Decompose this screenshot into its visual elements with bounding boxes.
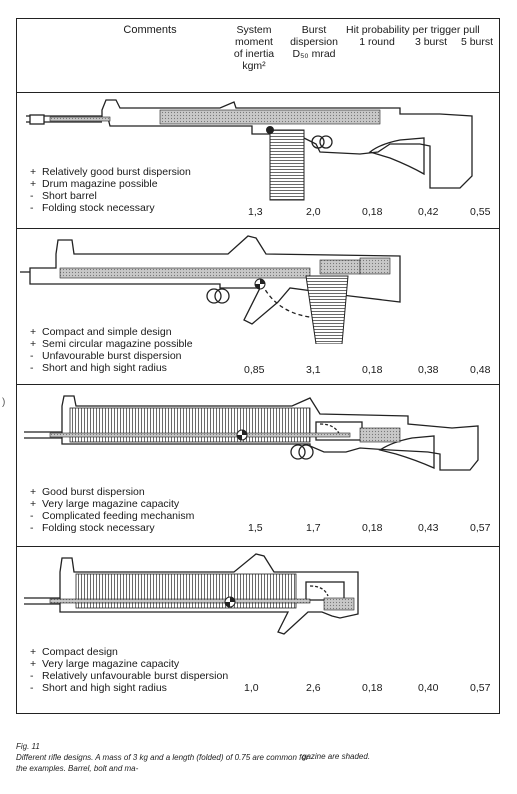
comments-design-3: +Good burst dispersion +Very large magaz… bbox=[30, 486, 194, 534]
comment-item: -Folding stock necessary bbox=[30, 522, 155, 534]
comment-item: +Compact design bbox=[30, 646, 118, 658]
comment-item: +Relatively good burst dispersion bbox=[30, 166, 191, 178]
p3-value-1: 0,42 bbox=[418, 206, 439, 218]
comments-design-2: +Compact and simple design +Semi circula… bbox=[30, 326, 193, 374]
header-5-burst: 5 burst bbox=[460, 36, 494, 48]
header-comments: Comments bbox=[123, 24, 177, 36]
comment-item: -Unfavourable burst dispersion bbox=[30, 350, 182, 362]
p3-value-3: 0,43 bbox=[418, 522, 439, 534]
p5-value-4: 0,57 bbox=[470, 682, 491, 694]
p1-value-4: 0,18 bbox=[362, 682, 383, 694]
rifle-drawing-1 bbox=[26, 99, 473, 201]
dispersion-value-3: 1,7 bbox=[306, 522, 321, 534]
p5-value-3: 0,57 bbox=[470, 522, 491, 534]
dispersion-value-2: 3,1 bbox=[306, 364, 321, 376]
comment-item: +Compact and simple design bbox=[30, 326, 172, 338]
rifle-drawing-2 bbox=[20, 235, 401, 344]
p1-value-3: 0,18 bbox=[362, 522, 383, 534]
p1-value-1: 0,18 bbox=[362, 206, 383, 218]
comment-item: -Complicated feeding mechanism bbox=[30, 510, 195, 522]
margin-mark: ) bbox=[2, 397, 6, 408]
rifle-drawing-3 bbox=[24, 395, 479, 471]
figure-caption-tail: gazine are shaded. bbox=[302, 752, 371, 761]
figure-label: Fig. 11 bbox=[16, 742, 40, 751]
comments-design-4: +Compact design +Very large magazine cap… bbox=[30, 646, 228, 694]
header-3-burst: 3 burst bbox=[414, 36, 448, 48]
header-divider bbox=[16, 92, 500, 93]
section-divider bbox=[16, 228, 500, 229]
comment-item: +Very large magazine capacity bbox=[30, 658, 180, 670]
p1-value-2: 0,18 bbox=[362, 364, 383, 376]
comment-item: +Very large magazine capacity bbox=[30, 498, 180, 510]
comments-design-1: +Relatively good burst dispersion +Drum … bbox=[30, 166, 191, 214]
header-inertia: System moment of inertia kgm² bbox=[233, 24, 275, 72]
p5-value-1: 0,55 bbox=[470, 206, 491, 218]
header-dispersion: Burst dispersion D₅₀ mrad bbox=[290, 24, 338, 60]
table-frame bbox=[16, 18, 500, 714]
inertia-value-1: 1,3 bbox=[248, 206, 263, 218]
header-1-round: 1 round bbox=[359, 36, 395, 48]
inertia-value-4: 1,0 bbox=[244, 682, 259, 694]
p3-value-2: 0,38 bbox=[418, 364, 439, 376]
inertia-value-3: 1,5 bbox=[248, 522, 263, 534]
rifle-drawing-4 bbox=[24, 553, 359, 635]
p3-value-4: 0,40 bbox=[418, 682, 439, 694]
p5-value-2: 0,48 bbox=[470, 364, 491, 376]
dispersion-value-4: 2,6 bbox=[306, 682, 321, 694]
comment-item: +Drum magazine possible bbox=[30, 178, 158, 190]
comment-item: -Short barrel bbox=[30, 190, 97, 202]
comment-item: +Good burst dispersion bbox=[30, 486, 145, 498]
comment-item: -Relatively unfavourable burst dispersio… bbox=[30, 670, 229, 682]
dispersion-value-1: 2,0 bbox=[306, 206, 321, 218]
inertia-value-2: 0,85 bbox=[244, 364, 265, 376]
figure-caption: Fig. 11 Different rifle designs. A mass … bbox=[16, 741, 316, 774]
comment-item: -Short and high sight radius bbox=[30, 362, 167, 374]
section-divider bbox=[16, 546, 500, 547]
comment-item: +Semi circular magazine possible bbox=[30, 338, 193, 350]
header-hit-probability: Hit probability per trigger pull bbox=[346, 24, 480, 36]
comment-item: -Short and high sight radius bbox=[30, 682, 167, 694]
section-divider bbox=[16, 384, 500, 385]
comment-item: -Folding stock necessary bbox=[30, 202, 155, 214]
figure-caption-text: Different rifle designs. A mass of 3 kg … bbox=[16, 753, 309, 773]
